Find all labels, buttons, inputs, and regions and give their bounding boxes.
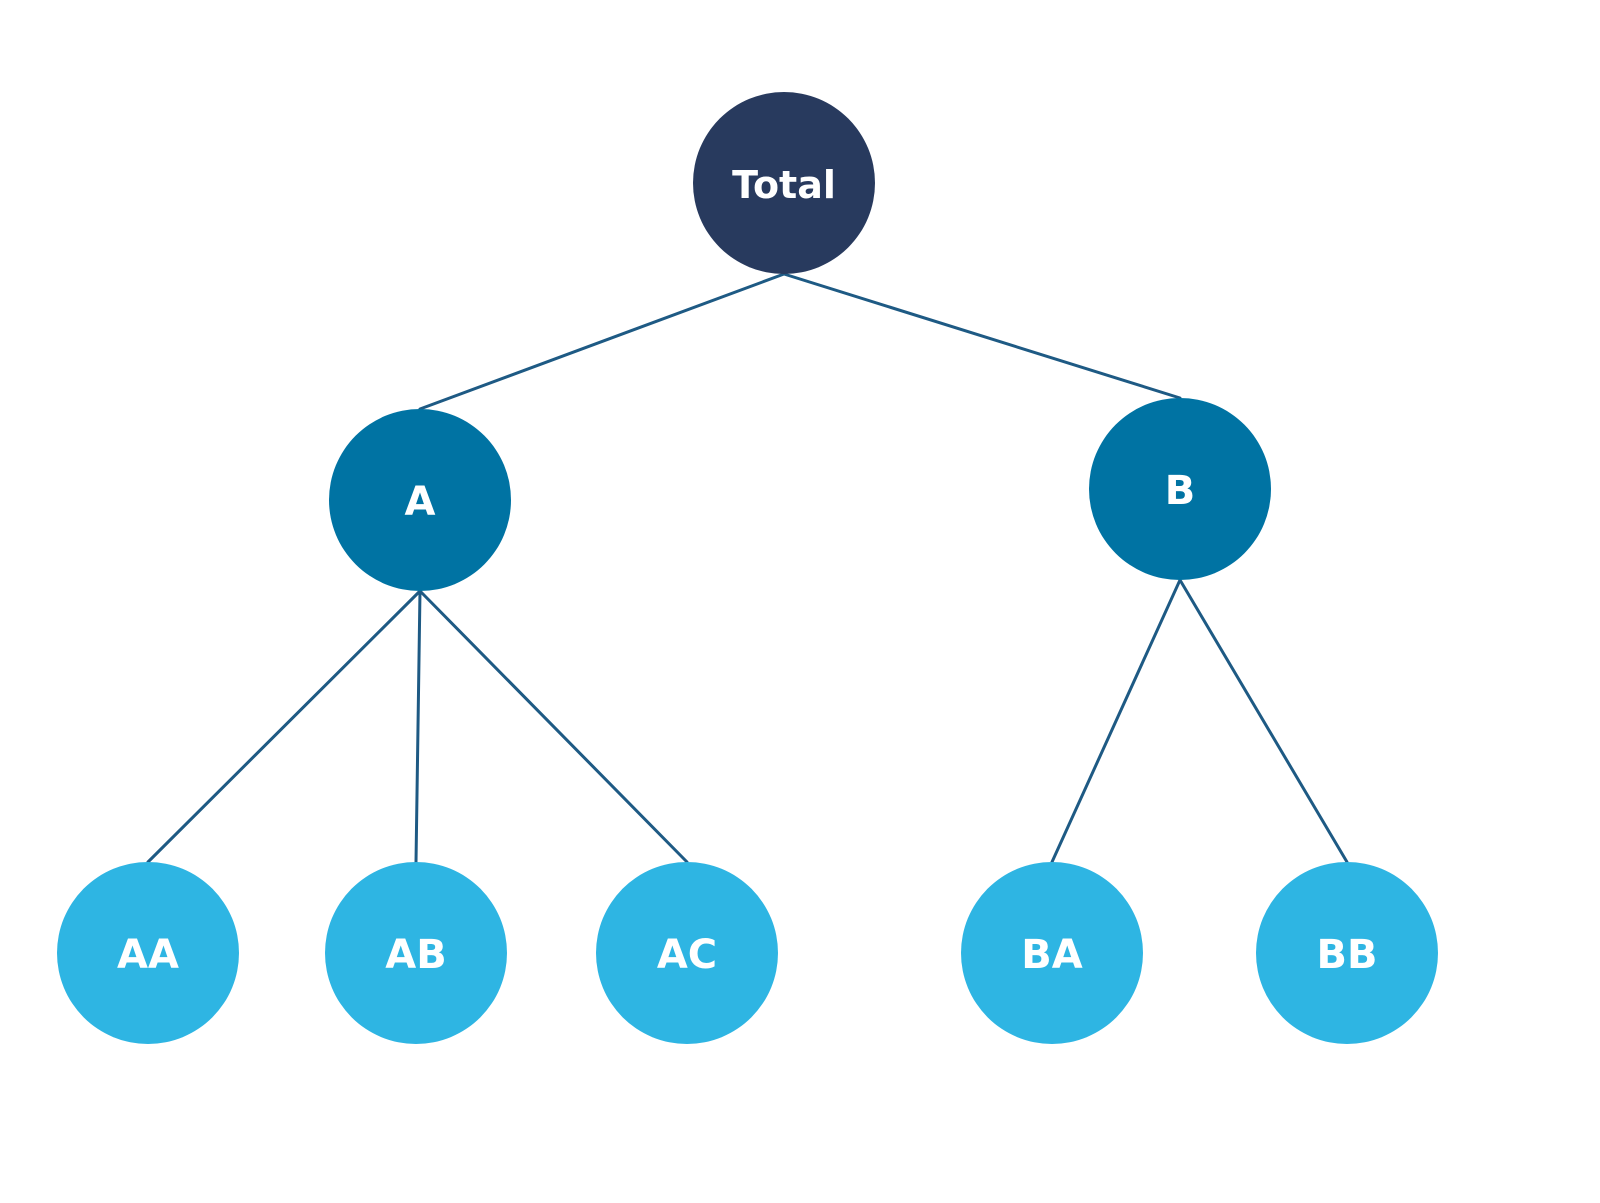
node-aa-label: AA: [117, 932, 179, 978]
node-ac: AC: [596, 862, 778, 1044]
node-b-circle: [1089, 398, 1271, 580]
node-ab-circle: [325, 862, 507, 1044]
edge-b-bb: [1178, 578, 1349, 864]
node-ba-label: BA: [1021, 932, 1082, 978]
node-a-circle: [329, 409, 511, 591]
node-ab-label: AB: [385, 932, 446, 978]
node-aa: AA: [57, 862, 239, 1044]
node-ba: BA: [961, 862, 1143, 1044]
edge-b-ba: [1050, 578, 1182, 864]
node-total-label: Total: [732, 163, 836, 207]
node-a: A: [329, 409, 511, 591]
node-ac-circle: [596, 862, 778, 1044]
node-total-circle: [693, 92, 875, 274]
edge-total-b: [782, 272, 1182, 400]
edges-layer: [146, 272, 1349, 864]
node-ab: AB: [325, 862, 507, 1044]
node-b: B: [1089, 398, 1271, 580]
nodes-layer: Total A B AA AB AC BA BB: [57, 92, 1438, 1044]
node-total: Total: [693, 92, 875, 274]
edge-a-ab: [414, 589, 422, 864]
node-ac-label: AC: [657, 932, 717, 978]
node-a-label: A: [405, 479, 436, 525]
node-b-label: B: [1165, 468, 1196, 514]
node-aa-circle: [57, 862, 239, 1044]
edge-a-aa: [146, 589, 422, 864]
node-bb: BB: [1256, 862, 1438, 1044]
node-bb-circle: [1256, 862, 1438, 1044]
edge-total-a: [418, 272, 786, 411]
node-bb-label: BB: [1317, 932, 1378, 978]
edge-a-ac: [418, 589, 689, 864]
node-ba-circle: [961, 862, 1143, 1044]
